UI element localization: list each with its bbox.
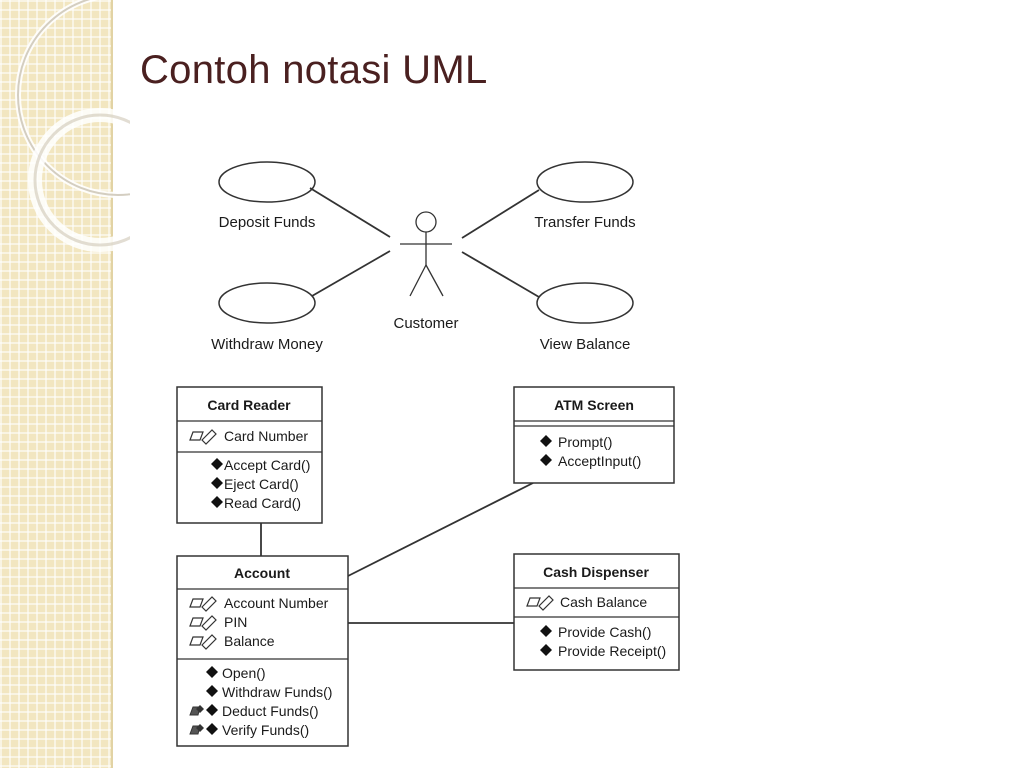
operation-diamond-icon xyxy=(206,704,218,716)
operation-read-card: Read Card() xyxy=(224,495,301,511)
class-cash-dispenser: Cash Dispenser Cash Balance Provide Cash… xyxy=(513,553,680,671)
private-operation-icon xyxy=(189,705,204,716)
operation-diamond-icon xyxy=(206,723,218,735)
attribute-account-number: Account Number xyxy=(224,595,329,611)
operation-verify-funds: Verify Funds() xyxy=(222,722,309,738)
operation-provide-cash: Provide Cash() xyxy=(558,624,651,640)
association-view-balance xyxy=(461,251,540,298)
attribute-card-number: Card Number xyxy=(224,428,308,444)
use-case-transfer-funds xyxy=(536,161,634,203)
operation-open: Open() xyxy=(222,665,266,681)
use-case-label-deposit: Deposit Funds xyxy=(219,214,316,231)
decorative-circles xyxy=(15,0,130,252)
attribute-pencil-icon xyxy=(526,595,554,611)
use-case-label-view-balance: View Balance xyxy=(540,336,631,353)
operation-diamond-icon xyxy=(211,496,223,508)
association-transfer xyxy=(461,189,540,239)
operation-withdraw-funds: Withdraw Funds() xyxy=(222,684,332,700)
association-account-atmscreen xyxy=(347,482,534,577)
operation-diamond-icon xyxy=(540,644,552,656)
operation-accept-card: Accept Card() xyxy=(224,457,310,473)
operation-diamond-icon xyxy=(211,477,223,489)
operation-accept-input: AcceptInput() xyxy=(558,453,641,469)
class-name-atm-screen: ATM Screen xyxy=(554,397,634,413)
attribute-cash-balance: Cash Balance xyxy=(560,594,647,610)
attribute-balance: Balance xyxy=(224,633,275,649)
operation-diamond-icon xyxy=(540,454,552,466)
actor-label: Customer xyxy=(393,315,458,332)
class-name-account: Account xyxy=(234,565,290,581)
attribute-pencil-icon xyxy=(189,596,217,612)
operation-provide-receipt: Provide Receipt() xyxy=(558,643,666,659)
operation-diamond-icon xyxy=(206,685,218,697)
class-card-reader: Card Reader Card Number Accept Card() Ej… xyxy=(176,386,323,524)
operation-diamond-icon xyxy=(540,625,552,637)
class-atm-screen: ATM Screen Prompt() AcceptInput() xyxy=(513,386,675,484)
operation-diamond-icon xyxy=(540,435,552,447)
use-case-deposit-funds xyxy=(218,161,316,203)
attribute-pencil-icon xyxy=(189,615,217,631)
use-case-diagram: Deposit Funds Withdraw Money Transfer Fu… xyxy=(211,161,636,353)
use-case-view-balance xyxy=(536,282,634,324)
operation-diamond-icon xyxy=(211,458,223,470)
private-operation-icon xyxy=(189,724,204,735)
use-case-label-withdraw: Withdraw Money xyxy=(211,336,323,353)
operation-prompt: Prompt() xyxy=(558,434,612,450)
slide-title: Contoh notasi UML xyxy=(140,48,488,92)
class-name-card-reader: Card Reader xyxy=(207,397,291,413)
use-case-withdraw-money xyxy=(218,282,316,324)
attribute-pencil-icon xyxy=(189,429,217,445)
association-deposit xyxy=(309,187,391,238)
operation-diamond-icon xyxy=(206,666,218,678)
class-name-cash-dispenser: Cash Dispenser xyxy=(543,564,649,580)
association-withdraw xyxy=(311,250,391,297)
attribute-pencil-icon xyxy=(189,634,217,650)
use-case-label-transfer: Transfer Funds xyxy=(534,214,635,231)
attribute-pin: PIN xyxy=(224,614,247,630)
actor-customer-icon xyxy=(400,211,452,297)
operation-eject-card: Eject Card() xyxy=(224,476,299,492)
class-account: Account Account Number PIN Balance Open(… xyxy=(176,555,349,747)
operation-deduct-funds: Deduct Funds() xyxy=(222,703,318,719)
class-diagram: Card Reader Card Number Accept Card() Ej… xyxy=(176,386,680,747)
